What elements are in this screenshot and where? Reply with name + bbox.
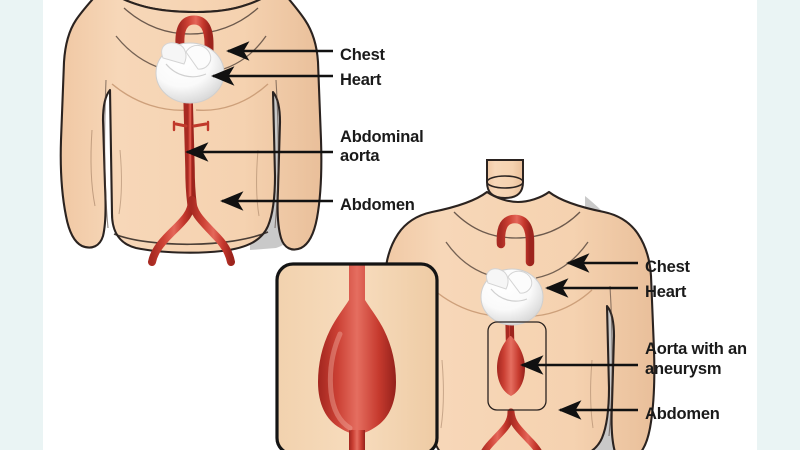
normal-figure-leader-lines: [185, 41, 333, 211]
right-background-strip: [757, 0, 800, 450]
label-heart-aneurysm: Heart: [645, 283, 687, 301]
label-heart-normal: Heart: [340, 71, 382, 89]
aneurysm-heart: [480, 268, 544, 326]
label-aorta-aneurysm-line2: aneurysm: [645, 360, 722, 378]
left-background-strip: [0, 0, 43, 450]
label-abdomen-aneurysm: Abdomen: [645, 405, 720, 423]
label-abdominal-aorta-line2: aorta: [340, 147, 380, 165]
label-chest-normal: Chest: [340, 46, 385, 64]
label-abdomen-normal: Abdomen: [340, 196, 415, 214]
aneurysm-figure-leader-lines: [520, 253, 638, 420]
label-abdominal-aorta-line1: Abdominal: [340, 128, 424, 146]
aneurysm-inset-panel: [275, 262, 439, 450]
label-chest-aneurysm: Chest: [645, 258, 690, 276]
normal-heart: [155, 42, 225, 104]
normal-aorta: [148, 15, 235, 266]
label-aorta-aneurysm-line1: Aorta with an: [645, 340, 747, 358]
